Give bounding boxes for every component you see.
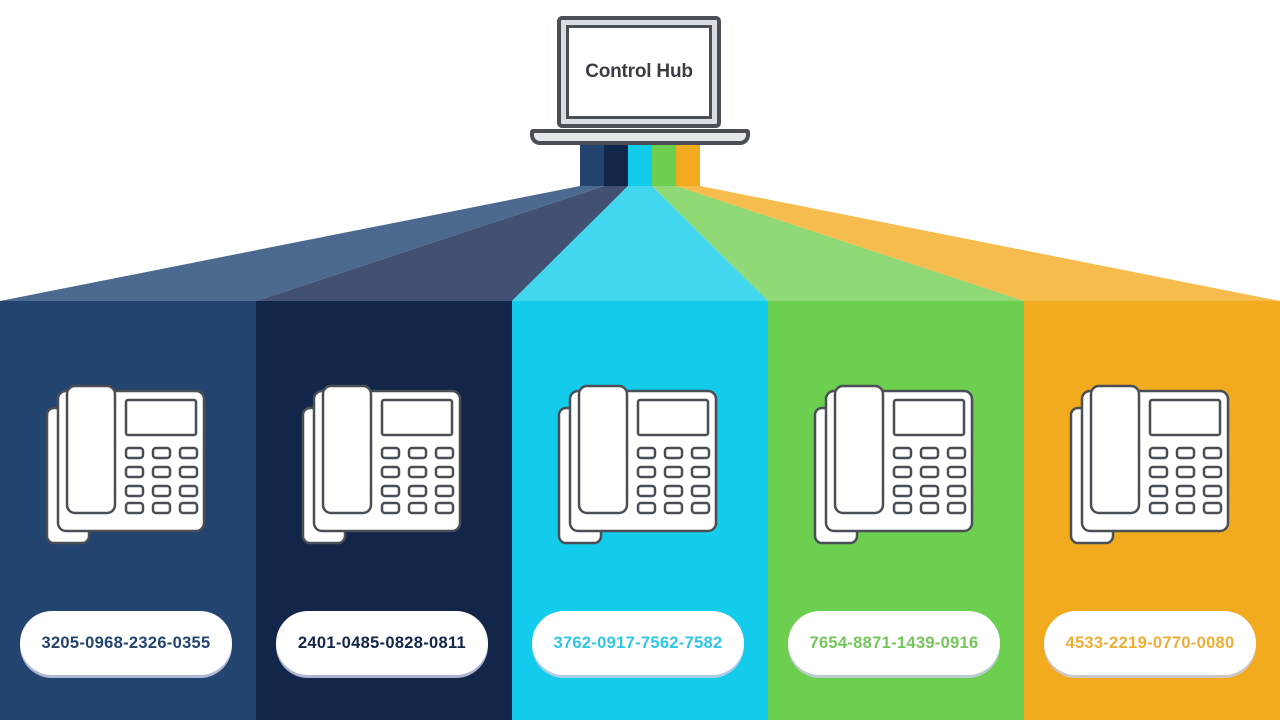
- phone-number-badge: 3762-0917-7562-7582: [532, 611, 744, 675]
- phone-number: 3762-0917-7562-7582: [553, 633, 723, 652]
- phone-number-badge: 3205-0968-2326-0355: [20, 611, 232, 675]
- connector-stem-3: [628, 145, 652, 186]
- phone-line-column-2: 2401-0485-0828-0811: [256, 301, 512, 720]
- phone-number-badge: 4533-2219-0770-0080: [1044, 611, 1256, 675]
- phone-number: 2401-0485-0828-0811: [297, 633, 467, 652]
- desk-phone-icon: [1069, 384, 1230, 545]
- fan-segment-3: [512, 186, 768, 301]
- desk-phone-icon: [301, 384, 462, 545]
- laptop-screen: Control Hub: [566, 25, 712, 119]
- phone-number: 4533-2219-0770-0080: [1065, 633, 1235, 652]
- phone-number-badge: 2401-0485-0828-0811: [276, 611, 488, 675]
- phone-number: 7654-8871-1439-0916: [809, 633, 979, 652]
- desk-phone-icon: [45, 384, 206, 545]
- fan-segment-4: [652, 186, 1024, 301]
- fan-segment-2: [256, 186, 628, 301]
- laptop-icon: Control Hub: [557, 16, 721, 128]
- connector-stem-1: [580, 145, 604, 186]
- control-hub-title: Control Hub: [585, 61, 693, 82]
- laptop-base: [530, 129, 750, 145]
- phone-line-column-1: 3205-0968-2326-0355: [0, 301, 256, 720]
- connector-stem-2: [604, 145, 628, 186]
- fan-segment-1: [0, 186, 604, 301]
- phone-number-badge: 7654-8871-1439-0916: [788, 611, 1000, 675]
- connector-stem-4: [652, 145, 676, 186]
- phone-line-column-5: 4533-2219-0770-0080: [1024, 301, 1280, 720]
- desk-phone-icon: [557, 384, 718, 545]
- control-hub-laptop: Control Hub: [530, 16, 750, 146]
- phone-line-column-4: 7654-8871-1439-0916: [768, 301, 1024, 720]
- phone-line-column-3: 3762-0917-7562-7582: [512, 301, 768, 720]
- phone-number: 3205-0968-2326-0355: [41, 633, 211, 652]
- desk-phone-icon: [813, 384, 974, 545]
- connector-stem-5: [676, 145, 700, 186]
- fan-segment-5: [676, 186, 1280, 301]
